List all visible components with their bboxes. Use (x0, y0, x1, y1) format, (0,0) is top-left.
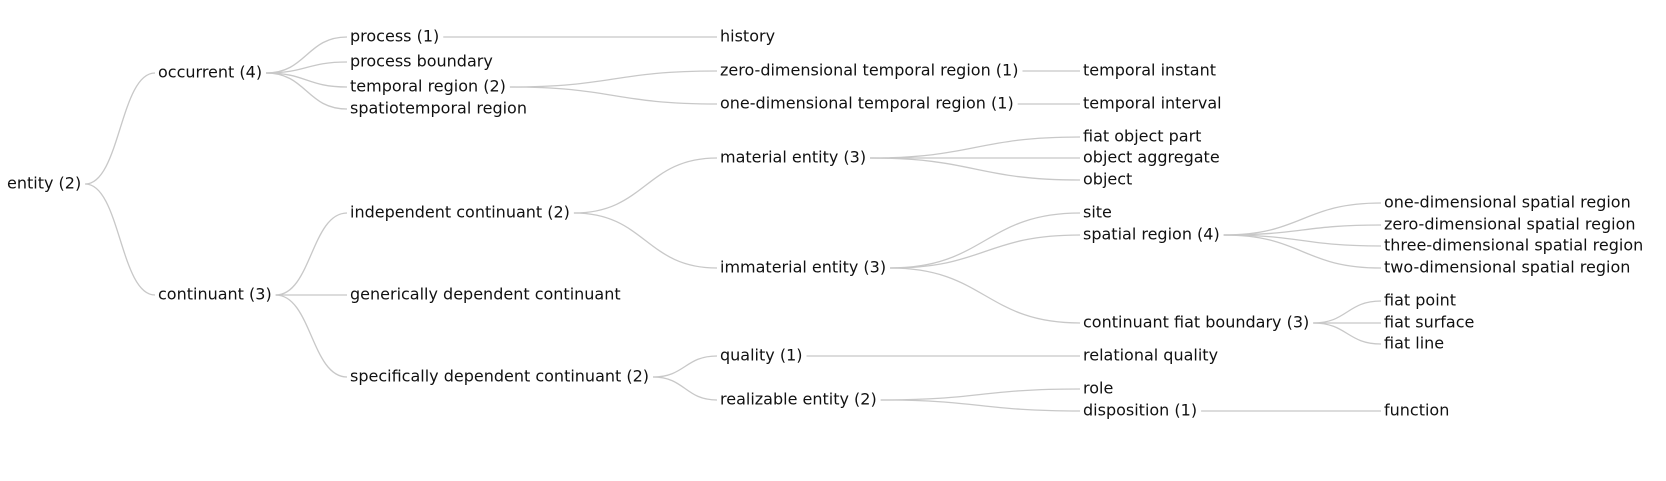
tree-link (870, 136, 1081, 159)
node-fiat-object-part[interactable]: fiat object part (1083, 127, 1201, 146)
node-temporal-instant[interactable]: temporal instant (1083, 61, 1216, 80)
node-disposition[interactable]: disposition (1) (1083, 401, 1197, 420)
node-spatial-region[interactable]: spatial region (4) (1083, 225, 1220, 244)
node-one-dimensional-temporal-region[interactable]: one-dimensional temporal region (1) (720, 94, 1014, 113)
tree-link (509, 86, 718, 105)
tree-link (275, 212, 348, 296)
node-fiat-surface[interactable]: fiat surface (1384, 313, 1474, 332)
tree-link (573, 157, 718, 214)
tree-link (880, 399, 1081, 412)
tree-link (85, 72, 156, 185)
node-fiat-point[interactable]: fiat point (1384, 291, 1456, 310)
node-two-dimensional-spatial-region[interactable]: two-dimensional spatial region (1384, 258, 1630, 277)
node-process-boundary[interactable]: process boundary (350, 52, 493, 71)
node-object-aggregate[interactable]: object aggregate (1083, 148, 1220, 167)
node-zero-dimensional-spatial-region[interactable]: zero-dimensional spatial region (1384, 215, 1636, 234)
node-site[interactable]: site (1083, 203, 1112, 222)
node-generically-dependent-continuant[interactable]: generically dependent continuant (350, 285, 621, 304)
node-continuant-fiat-boundary[interactable]: continuant fiat boundary (3) (1083, 313, 1309, 332)
node-zero-dimensional-temporal-region[interactable]: zero-dimensional temporal region (1) (720, 61, 1018, 80)
tree-link (890, 212, 1081, 269)
node-realizable-entity[interactable]: realizable entity (2) (720, 390, 877, 409)
tree-link (890, 267, 1081, 324)
node-specifically-dependent-continuant[interactable]: specifically dependent continuant (2) (350, 367, 649, 386)
tree-link (275, 294, 348, 378)
node-object[interactable]: object (1083, 170, 1132, 189)
node-fiat-line[interactable]: fiat line (1384, 334, 1444, 353)
node-quality[interactable]: quality (1) (720, 346, 802, 365)
node-occurrent[interactable]: occurrent (4) (158, 63, 262, 82)
node-temporal-interval[interactable]: temporal interval (1083, 94, 1222, 113)
tree-nodes: entity (2) occurrent (4) process (1) histor… (7, 27, 1643, 420)
tree-link (890, 234, 1081, 269)
tree-link (870, 157, 1081, 181)
tree-link (880, 388, 1081, 401)
tree-link (1223, 234, 1382, 247)
node-immaterial-entity[interactable]: immaterial entity (3) (720, 258, 886, 277)
tree-link (1223, 224, 1382, 236)
tree-link (266, 72, 348, 88)
tree-link (1313, 322, 1382, 345)
node-entity[interactable]: entity (2) (7, 174, 81, 193)
tree-link (653, 376, 718, 401)
node-role[interactable]: role (1083, 379, 1113, 398)
tree-link (1223, 202, 1382, 236)
tree-link (1313, 300, 1382, 324)
node-material-entity[interactable]: material entity (3) (720, 148, 866, 167)
tree-link (85, 183, 156, 296)
node-relational-quality[interactable]: relational quality (1083, 346, 1218, 365)
tree-link (266, 61, 348, 74)
node-spatiotemporal-region[interactable]: spatiotemporal region (350, 99, 527, 118)
tree-link (509, 70, 718, 88)
node-one-dimensional-spatial-region[interactable]: one-dimensional spatial region (1384, 193, 1631, 212)
node-process[interactable]: process (1) (350, 27, 439, 46)
node-independent-continuant[interactable]: independent continuant (2) (350, 203, 570, 222)
tree-link (573, 212, 718, 269)
tree-links (85, 36, 1382, 412)
tree-link (653, 355, 718, 378)
node-continuant[interactable]: continuant (3) (158, 285, 272, 304)
tree-link (266, 36, 348, 74)
tree-link (266, 72, 348, 110)
tree-link (1223, 234, 1382, 269)
node-history[interactable]: history (720, 27, 775, 46)
node-three-dimensional-spatial-region[interactable]: three-dimensional spatial region (1384, 236, 1643, 255)
node-function[interactable]: function (1384, 401, 1449, 420)
node-temporal-region[interactable]: temporal region (2) (350, 77, 506, 96)
